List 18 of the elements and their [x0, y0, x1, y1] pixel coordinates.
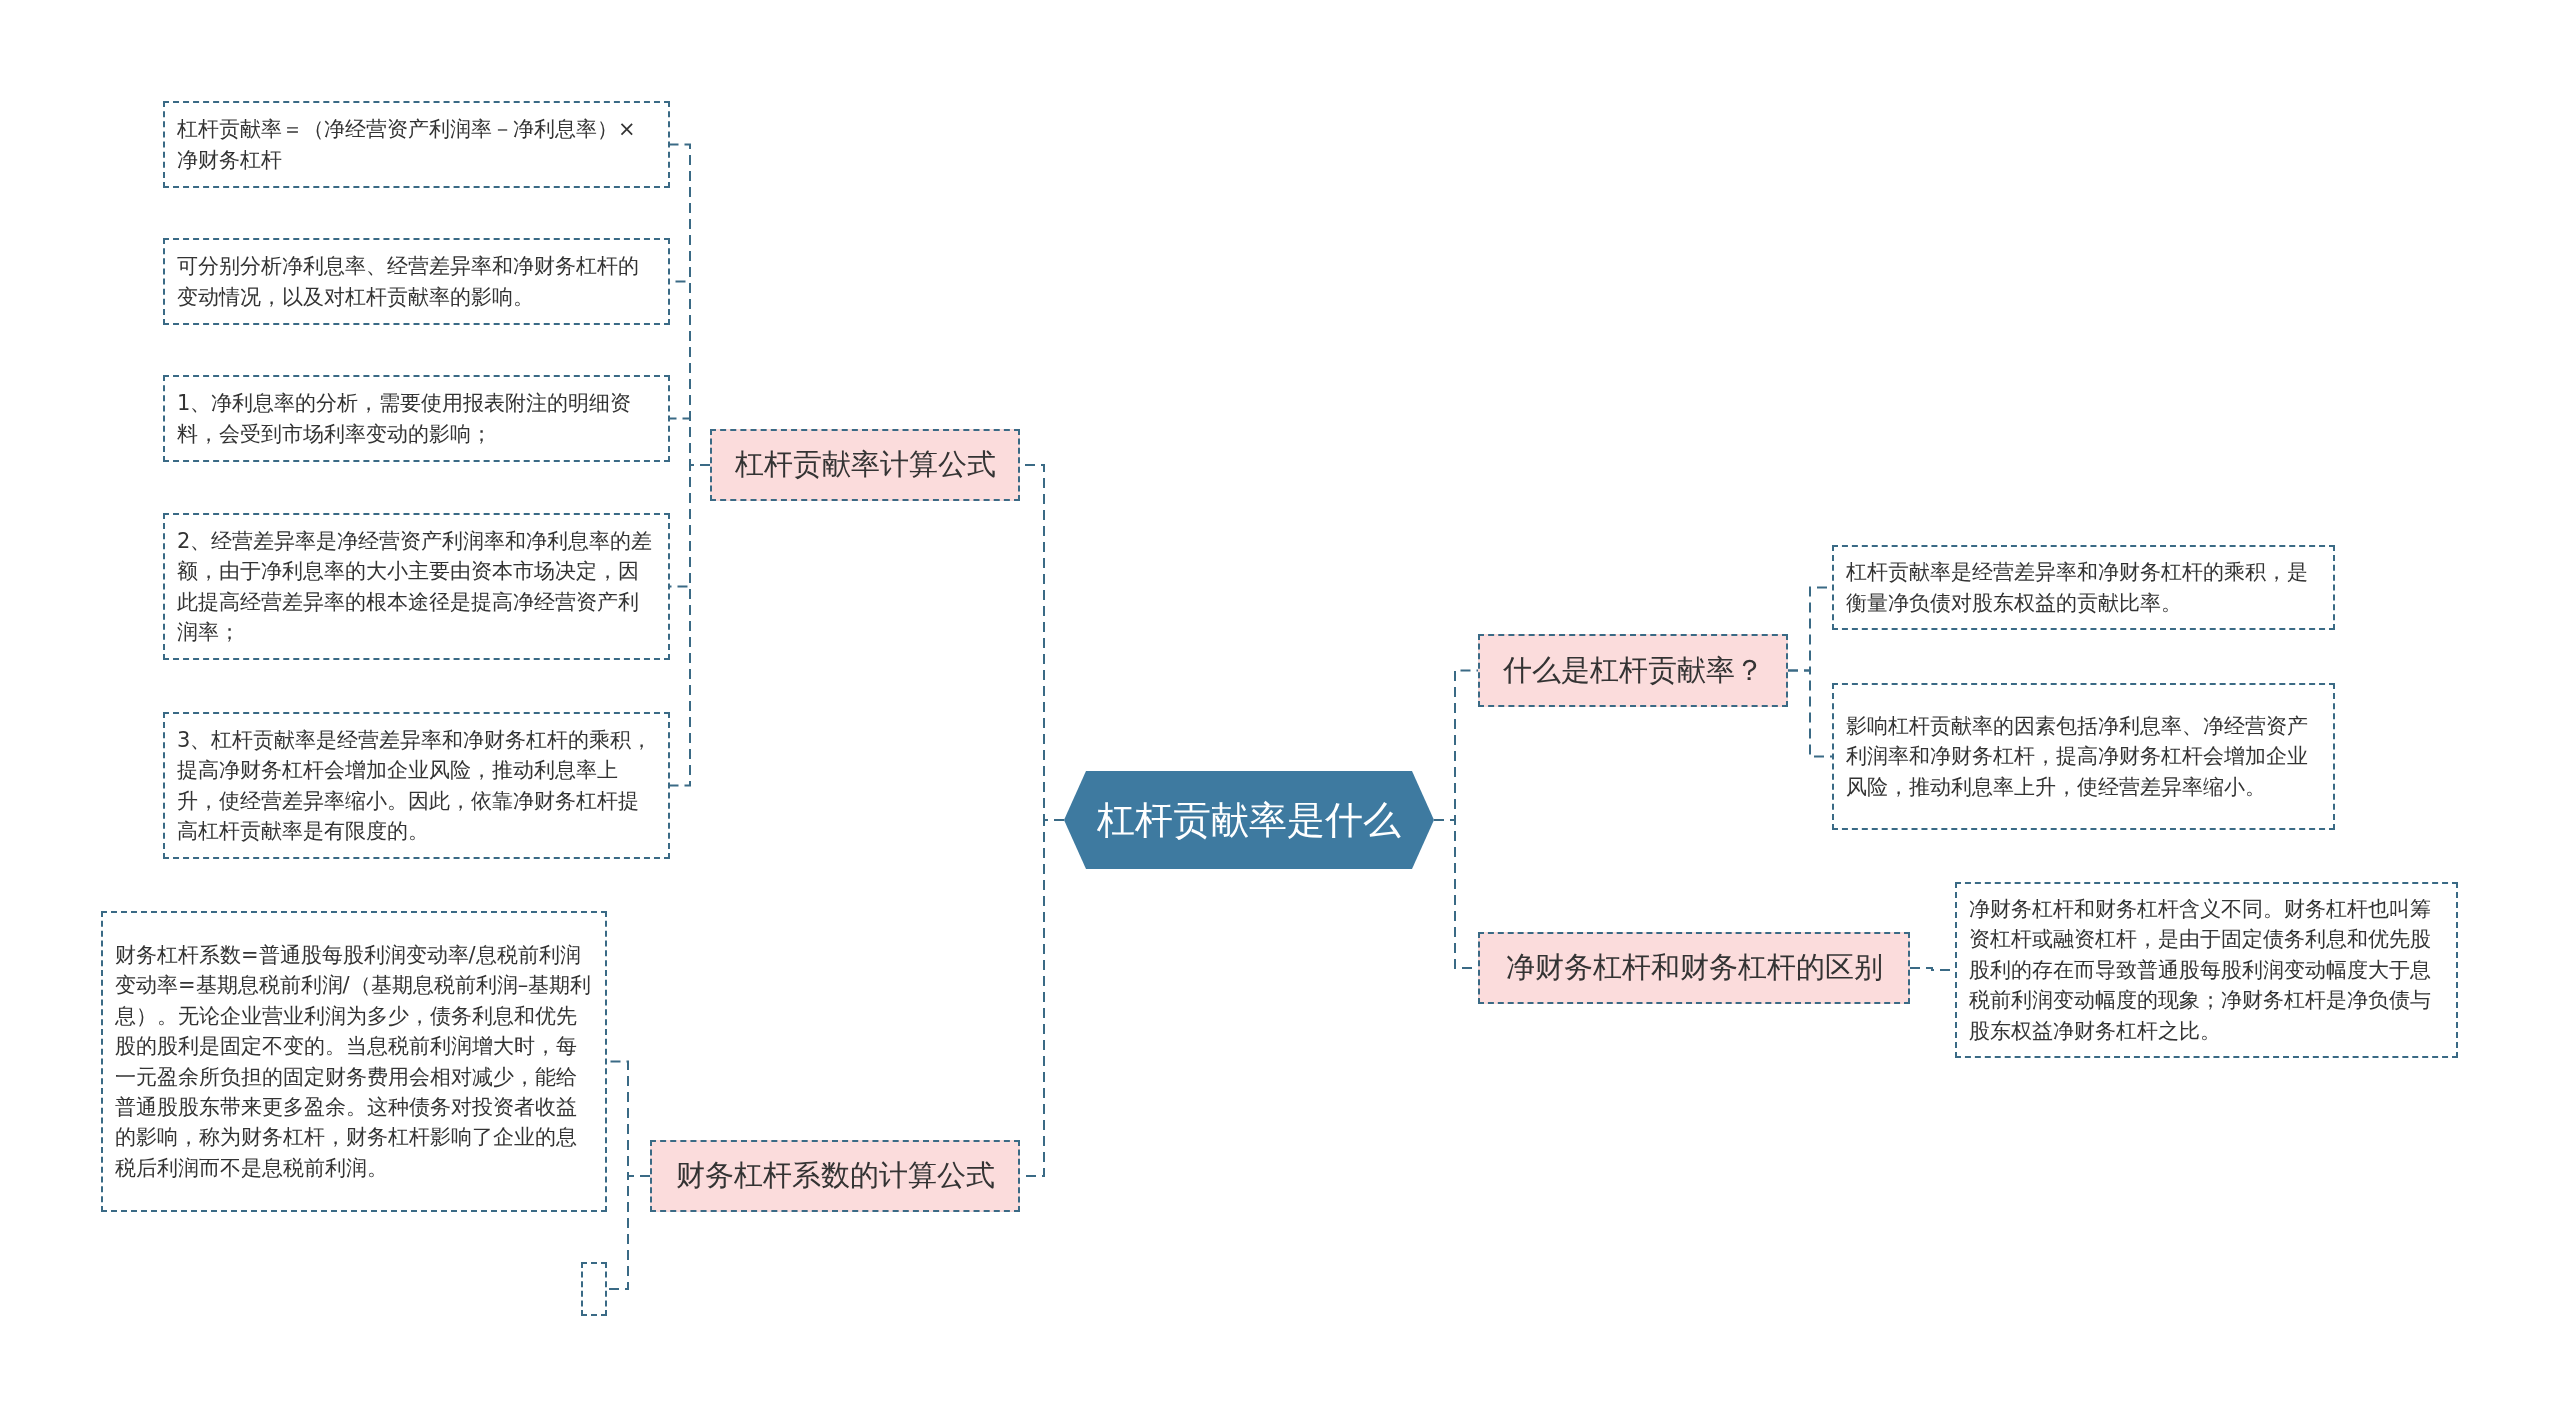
note-box: 3、杠杆贡献率是经营差异率和净财务杠杆的乘积，提高净财务杠杆会增加企业风险，推动利息率上升，使经营差异率缩小。因此，依靠净财务杠杆提高杠杆贡献率是有限度的。	[163, 712, 670, 859]
note-box: 影响杠杆贡献率的因素包括净利息率、净经营资产利润率和净财务杠杆，提高净财务杠杆会增加企业风险，推动利息率上升，使经营差异率缩小。	[1832, 683, 2335, 830]
topic-box: 净财务杠杆和财务杠杆的区别	[1478, 932, 1910, 1004]
note-box: 杠杆贡献率＝（净经营资产利润率－净利息率）×净财务杠杆	[163, 101, 670, 188]
connector-line	[1787, 669, 1833, 758]
connector-line	[606, 1175, 651, 1290]
empty-box	[581, 1262, 607, 1316]
hexagon-node: 杠杆贡献率是什么	[1064, 771, 1434, 869]
connector-line	[669, 464, 711, 787]
topic-box: 杠杆贡献率计算公式	[710, 429, 1020, 501]
note-box: 财务杠杆系数=普通股每股利润变动率/息税前利润变动率=基期息税前利润/（基期息税前利润–基期利息）。无论企业营业利润为多少，债务利息和优先股的股利是固定不变的。当息税前利润增大时，每一元盈余所负担的固定财务费用会相对减少，能给普通股股东带来更多盈余。这种债务对投资者收益的影响，称为财务杠杆，财务杠杆影响了企业的息税后利润而不是息税前利润。	[101, 911, 607, 1212]
note-box: 1、净利息率的分析，需要使用报表附注的明细资料，会受到市场利率变动的影响；	[163, 375, 670, 462]
note-box: 杠杆贡献率是经营差异率和净财务杠杆的乘积，是衡量净负债对股东权益的贡献比率。	[1832, 545, 2335, 630]
note-box: 2、经营差异率是净经营资产利润率和净利息率的差额，由于净利息率的大小主要由资本市场决定，因此提高经营差异率的根本途径是提高净经营资产利润率；	[163, 513, 670, 660]
note-box: 可分别分析净利息率、经营差异率和净财务杠杆的变动情况，以及对杠杆贡献率的影响。	[163, 238, 670, 325]
topic-box: 什么是杠杆贡献率？	[1478, 634, 1788, 707]
topic-box: 财务杠杆系数的计算公式	[650, 1140, 1020, 1212]
note-box: 净财务杠杆和财务杠杆含义不同。财务杠杆也叫筹资杠杆或融资杠杆，是由于固定债务利息和优先股股利的存在而导致普通股每股利润变动幅度大于息税前利润变动幅度的现象；净财务杠杆是净负债与股东权益净财务杠杆之比。	[1955, 882, 2458, 1058]
